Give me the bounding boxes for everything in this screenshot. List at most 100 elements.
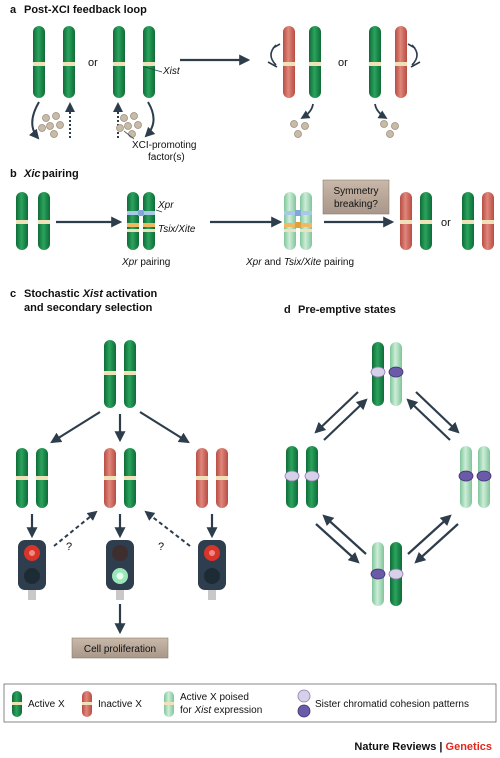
chromosome-active bbox=[309, 26, 321, 98]
symmetry-label-1: Symmetry bbox=[334, 186, 379, 197]
panel-b-letter: b bbox=[10, 168, 17, 180]
chromosome-inactive bbox=[283, 26, 295, 98]
xpr-leader-line bbox=[155, 209, 163, 213]
panel-a-letter: a bbox=[10, 4, 17, 16]
cohesion-pattern-dark bbox=[388, 366, 404, 378]
chromosome-active bbox=[143, 26, 155, 98]
feedback-curl-arrow bbox=[267, 43, 281, 68]
cohesion-pattern-dark bbox=[476, 470, 492, 482]
xpr-pairing-bridge bbox=[138, 210, 144, 216]
xci-factor-cluster bbox=[290, 120, 309, 138]
xpr-tsix-pairing-caption: Xpr and Tsix/Xite pairing bbox=[245, 257, 354, 268]
chromosome-active bbox=[420, 192, 432, 250]
chromosome-active bbox=[33, 26, 45, 98]
chromosome-active bbox=[124, 340, 136, 408]
chromosome-inactive bbox=[400, 192, 412, 250]
legend-inactive-label: Inactive X bbox=[98, 699, 142, 710]
symmetry-label-2: breaking? bbox=[334, 199, 378, 210]
panel-c-title-line2: and secondary selection bbox=[24, 302, 153, 314]
chromosome-active bbox=[462, 192, 474, 250]
state-arrow bbox=[315, 523, 360, 564]
or-label: or bbox=[88, 57, 98, 69]
feedback-arrow bbox=[300, 103, 314, 119]
factor-label-line2: factor(s) bbox=[148, 152, 185, 163]
feedback-arrow bbox=[374, 103, 388, 119]
xci-factor-cluster bbox=[38, 112, 64, 138]
dotted-selection-arrow bbox=[144, 510, 191, 547]
legend-sister-label: Sister chromatid cohesion patterns bbox=[315, 699, 469, 710]
chromosome-inactive bbox=[216, 448, 228, 508]
panel-d: d Pre-emptive states bbox=[284, 304, 492, 606]
chromosome-active bbox=[16, 192, 28, 250]
factor-label-line1: XCI-promoting bbox=[132, 140, 196, 151]
journal-footer: Nature Reviews | Genetics bbox=[354, 741, 492, 753]
legend-active-label: Active X bbox=[28, 699, 65, 710]
panel-c: c Stochastic Xist activation and seconda… bbox=[10, 288, 228, 659]
journal-credit: Nature Reviews | Genetics bbox=[354, 741, 492, 753]
legend-poised-line1: Active X poised bbox=[180, 692, 249, 703]
xci-factor-cluster bbox=[116, 112, 142, 138]
legend-swatch-inactive bbox=[82, 691, 92, 717]
cohesion-pattern-dark bbox=[297, 704, 311, 718]
state-arrow bbox=[407, 514, 452, 555]
chromosome-active bbox=[113, 26, 125, 98]
chromosome-poised bbox=[284, 192, 296, 250]
chromosome-active bbox=[143, 192, 155, 250]
chromosome-active bbox=[38, 192, 50, 250]
cell-proliferation-label: Cell proliferation bbox=[84, 644, 156, 655]
panel-d-title: Pre-emptive states bbox=[298, 304, 396, 316]
branch-arrow-right bbox=[139, 411, 190, 444]
chromosome-inactive bbox=[196, 448, 208, 508]
legend: Active X Inactive X Active X poised for … bbox=[3, 683, 497, 723]
dotted-selection-arrow bbox=[53, 510, 98, 547]
chromosome-active bbox=[104, 340, 116, 408]
legend-swatch-poised bbox=[164, 691, 174, 717]
cohesion-pattern-light bbox=[304, 470, 320, 482]
feedback-arrow bbox=[28, 101, 40, 140]
panel-c-title-line1: Stochastic Xist activation bbox=[24, 288, 158, 300]
chromosome-inactive bbox=[395, 26, 407, 98]
panel-b: b Xic pairing Xpr Tsix/Xite Xpr pairing … bbox=[10, 168, 494, 268]
panel-c-letter: c bbox=[10, 288, 16, 300]
tsix-xite-label: Tsix/Xite bbox=[158, 224, 196, 235]
chromosome-inactive bbox=[482, 192, 494, 250]
panel-b-title: pairing bbox=[42, 168, 79, 180]
feedback-arrow bbox=[144, 101, 156, 138]
xpr-pairing-caption: Xpr pairing bbox=[121, 257, 170, 268]
traffic-light-red bbox=[198, 540, 226, 600]
chromosome-active bbox=[63, 26, 75, 98]
state-arrow bbox=[406, 398, 451, 441]
traffic-light-red bbox=[18, 540, 46, 600]
chromosome-poised bbox=[300, 192, 312, 250]
panel-b-title-italic: Xic bbox=[23, 168, 41, 180]
state-arrow bbox=[415, 391, 460, 434]
chromosome-active bbox=[124, 448, 136, 508]
panel-d-letter: d bbox=[284, 304, 291, 316]
panel-a: a Post-XCI feedback loop or Xist XCI-pro… bbox=[10, 4, 421, 163]
feedback-curl-arrow bbox=[407, 43, 421, 68]
state-arrow bbox=[322, 514, 367, 555]
question-mark: ? bbox=[158, 541, 164, 553]
xist-leader-line bbox=[144, 66, 163, 73]
xpr-label: Xpr bbox=[157, 200, 174, 211]
cohesion-pattern-light bbox=[284, 470, 300, 482]
cohesion-pattern-dark bbox=[370, 568, 386, 580]
legend-poised-line2: for Xist expression bbox=[180, 705, 262, 716]
question-mark: ? bbox=[66, 541, 72, 553]
chromosome-active bbox=[16, 448, 28, 508]
chromosome-inactive bbox=[104, 448, 116, 508]
cohesion-pattern-dark bbox=[458, 470, 474, 482]
or-label: or bbox=[441, 217, 451, 229]
symmetry-breaking-box bbox=[322, 179, 390, 215]
or-label: or bbox=[338, 57, 348, 69]
traffic-light-green bbox=[106, 540, 134, 600]
chromosome-active bbox=[369, 26, 381, 98]
xist-label: Xist bbox=[162, 66, 181, 77]
cohesion-pattern-light bbox=[370, 366, 386, 378]
state-arrow bbox=[323, 398, 368, 441]
cell-proliferation-box bbox=[71, 637, 169, 659]
panel-a-title: Post-XCI feedback loop bbox=[24, 4, 147, 16]
chromosome-active bbox=[127, 192, 139, 250]
branch-arrow-left bbox=[50, 411, 101, 444]
